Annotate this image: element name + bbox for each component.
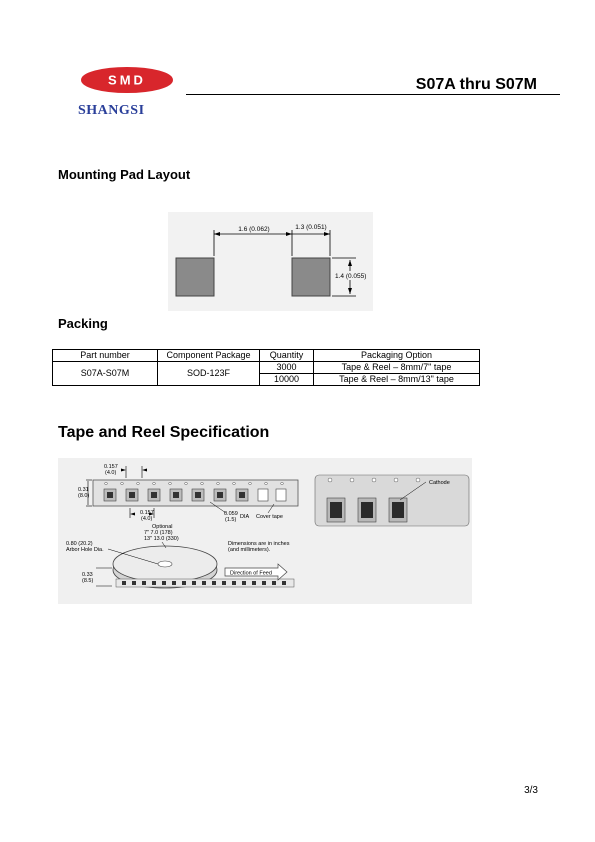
reel-7-label: 7" 7.0 (178) [144, 530, 173, 536]
table-row: S07A-S07M SOD-123F 3000 Tape & Reel – 8m… [52, 361, 480, 386]
company-logo: SMD [81, 67, 173, 93]
packing-table: Part number Component Package Quantity P… [52, 349, 480, 386]
column-header: Quantity [259, 349, 314, 362]
pad-left [175, 257, 215, 297]
dim-tape-width-in: 0.31 [78, 487, 89, 493]
dim-hole-dia-label: DIA [240, 514, 250, 520]
dims-note-line-2: (and millimeters). [228, 547, 271, 553]
optional-label: Optional [152, 524, 173, 530]
dim-hole-dia-mm: (1.5) [225, 517, 236, 523]
page-number: 3/3 [524, 785, 538, 796]
dim-pad-spacing: 1.6 (0.062) [238, 226, 269, 233]
tape-reel-diagram: 0.157 (4.0) 0.31 (8.0) 0.157 (4.0) 0.059… [58, 458, 472, 604]
header-rule [186, 94, 560, 95]
package-cell: SOD-123F [157, 361, 260, 386]
feed-direction-arrow [224, 563, 288, 581]
dims-note-line-1: Dimensions are in inches [228, 541, 290, 547]
section-heading-packing: Packing [58, 316, 108, 331]
table-row: 10000 Tape & Reel – 8mm/13" tape [53, 373, 480, 386]
part-number-cell: S07A-S07M [52, 361, 158, 386]
arbor-dim-label: 0.80 (20.2) [66, 541, 93, 547]
company-name: SHANGSI [78, 103, 145, 118]
quantity-cell: 10000 [259, 373, 314, 386]
dim-reel-width-mm: (8.5) [82, 578, 93, 584]
mounting-pad-diagram: 1.6 (0.062) 1.3 (0.051) 1.4 (0.055) [168, 212, 373, 311]
dim-pitch-top-mm: (4.0) [105, 470, 116, 476]
arbor-hole-label: Arbor Hole Dia. [66, 547, 104, 553]
cathode-label: Cathode [429, 480, 450, 486]
quantity-cell: 3000 [259, 361, 314, 374]
reel-13-label: 13" 13.0 (330) [144, 536, 179, 542]
dim-pad-height: 1.4 (0.055) [335, 273, 366, 280]
option-cell: Tape & Reel – 8mm/7" tape [313, 361, 480, 374]
direction-of-feed-label: Direction of Feed [230, 571, 272, 577]
column-header: Packaging Option [313, 349, 480, 362]
dim-pitch-bottom-in: 0.157 [140, 510, 154, 516]
dim-pitch-bottom-mm: (4.0) [141, 516, 152, 522]
table-header-row: Part number Component Package Quantity P… [52, 349, 480, 362]
section-heading-tape-reel: Tape and Reel Specification [58, 424, 270, 441]
sprocket-holes [104, 481, 284, 486]
option-cell: Tape & Reel – 8mm/13" tape [313, 373, 480, 386]
feed-tape [115, 578, 295, 588]
logo-text: SMD [108, 73, 146, 88]
cover-tape-label: Cover tape [256, 514, 283, 520]
dim-hole-dia-in: 0.059 [224, 511, 238, 517]
dim-pad-width: 1.3 (0.051) [295, 224, 326, 231]
column-header: Component Package [157, 349, 260, 362]
pad-right [291, 257, 331, 297]
dim-tape-width-mm: (8.0) [78, 493, 89, 499]
dim-pitch-top-in: 0.157 [104, 464, 118, 470]
dim-reel-width-in: 0.33 [82, 572, 93, 578]
column-header: Part number [52, 349, 158, 362]
document-title: S07A thru S07M [415, 76, 537, 93]
tape-pockets [103, 488, 287, 502]
section-heading-mounting: Mounting Pad Layout [58, 167, 191, 182]
